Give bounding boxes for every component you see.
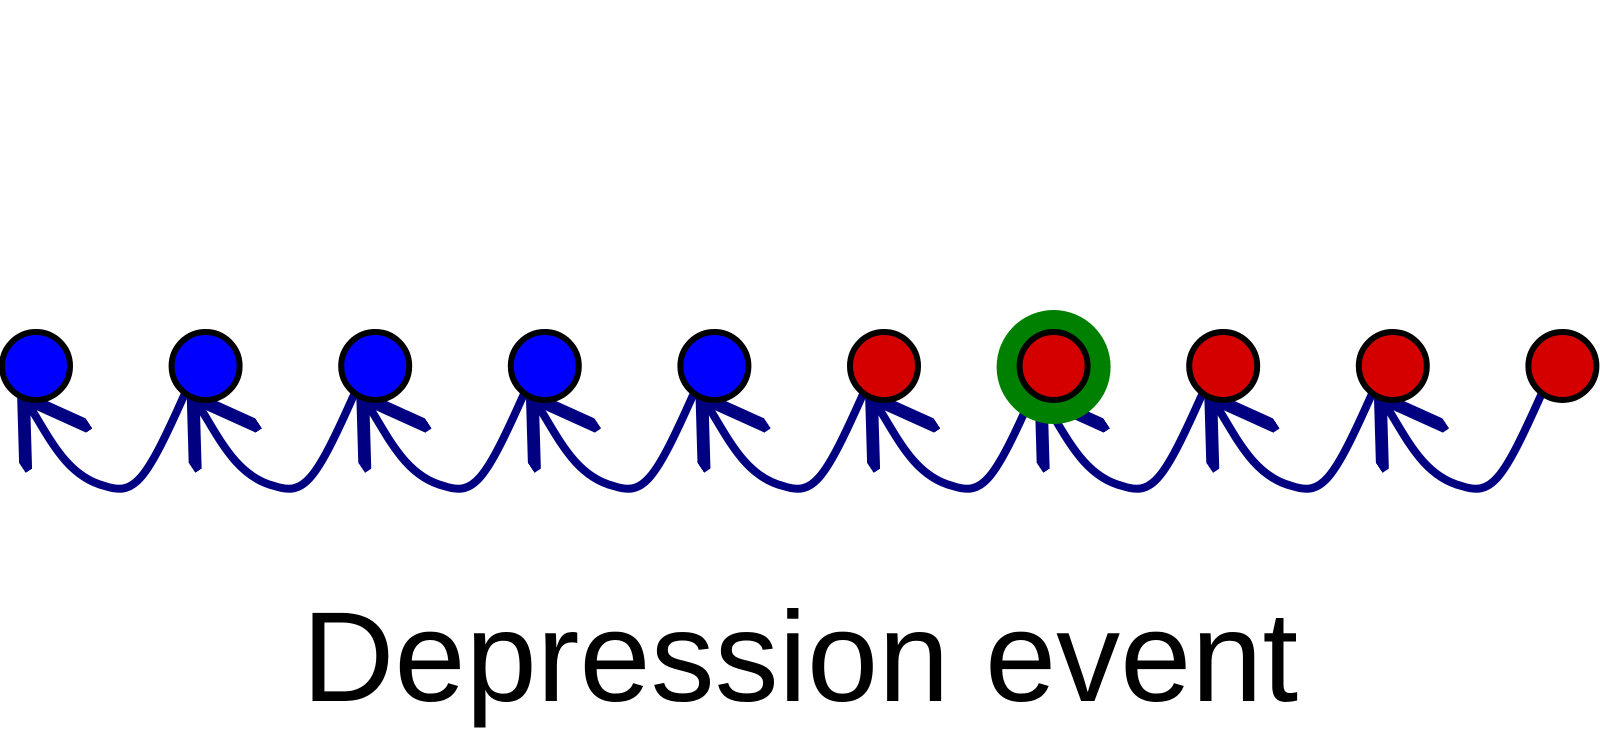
state-node-red bbox=[1525, 329, 1600, 403]
state-node-red bbox=[1186, 329, 1261, 403]
arrows-layer bbox=[28, 392, 1547, 493]
state-node-blue bbox=[507, 329, 582, 403]
state-node-blue bbox=[338, 329, 413, 403]
transition-arrow bbox=[1046, 392, 1207, 493]
transition-arrow bbox=[367, 392, 529, 493]
state-node-blue bbox=[677, 329, 752, 403]
state-node-blue bbox=[168, 329, 243, 403]
transition-arrow bbox=[537, 392, 699, 493]
transition-arrow bbox=[198, 392, 359, 493]
transition-arrow bbox=[706, 392, 868, 493]
state-node-blue bbox=[0, 329, 73, 403]
caption-label: Depression event bbox=[301, 586, 1299, 729]
transition-arrow bbox=[1385, 392, 1547, 493]
transition-arrow bbox=[1215, 392, 1377, 493]
transition-arrow bbox=[876, 392, 1038, 493]
nodes-layer bbox=[0, 310, 1600, 424]
state-node-red bbox=[1016, 329, 1091, 403]
state-node-red bbox=[847, 329, 921, 403]
transition-arrow bbox=[28, 392, 190, 493]
state-node-red bbox=[1355, 329, 1430, 403]
